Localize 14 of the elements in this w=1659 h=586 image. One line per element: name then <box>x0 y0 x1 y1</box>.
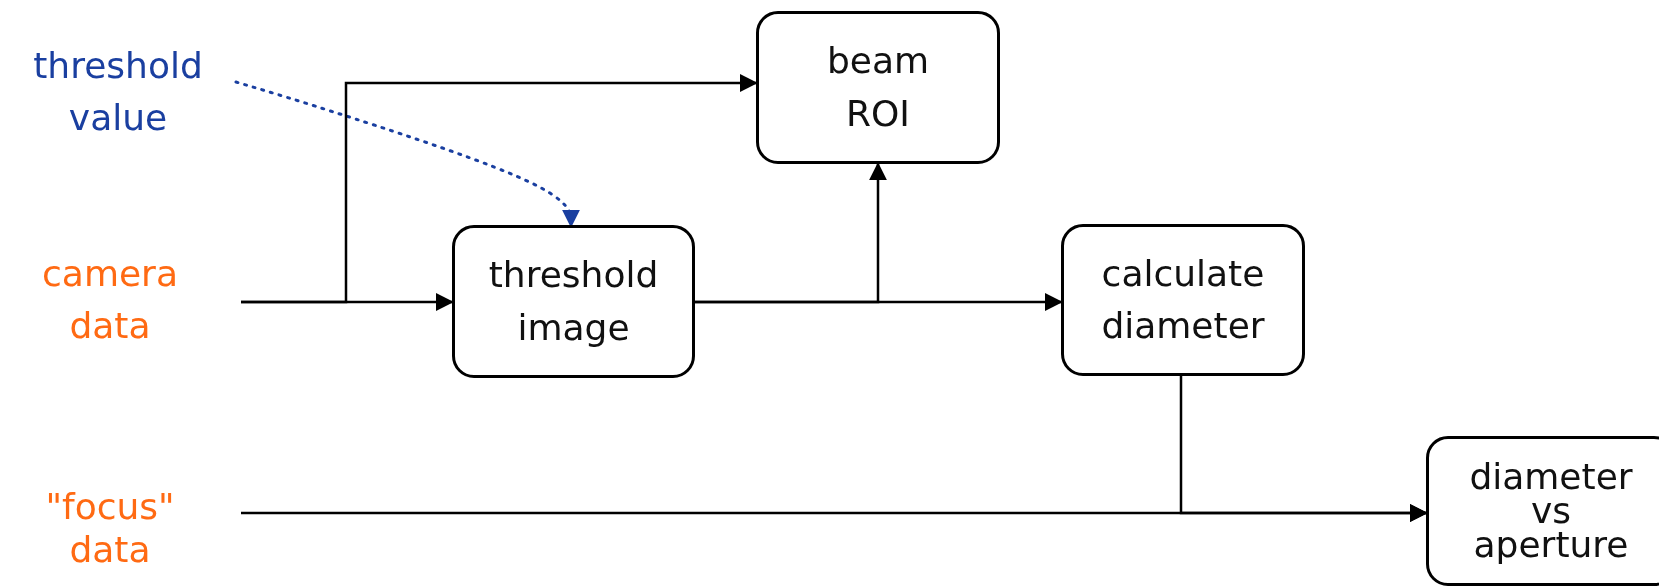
process-box <box>452 225 695 378</box>
input-label: camera data <box>41 251 179 348</box>
arrow <box>241 74 758 304</box>
arrow <box>1179 376 1428 522</box>
input-label: threshold value <box>32 43 204 140</box>
box-label: beam ROI <box>825 39 931 136</box>
process-box <box>1426 436 1659 586</box>
box-label: threshold image <box>487 253 660 350</box>
box-label: diameter vs aperture <box>1468 459 1634 563</box>
input-label: "focus" data <box>44 484 176 572</box>
box-label: calculate diameter <box>1100 251 1266 348</box>
process-box <box>756 11 1000 164</box>
arrow <box>695 162 887 304</box>
process-box <box>1061 224 1305 376</box>
